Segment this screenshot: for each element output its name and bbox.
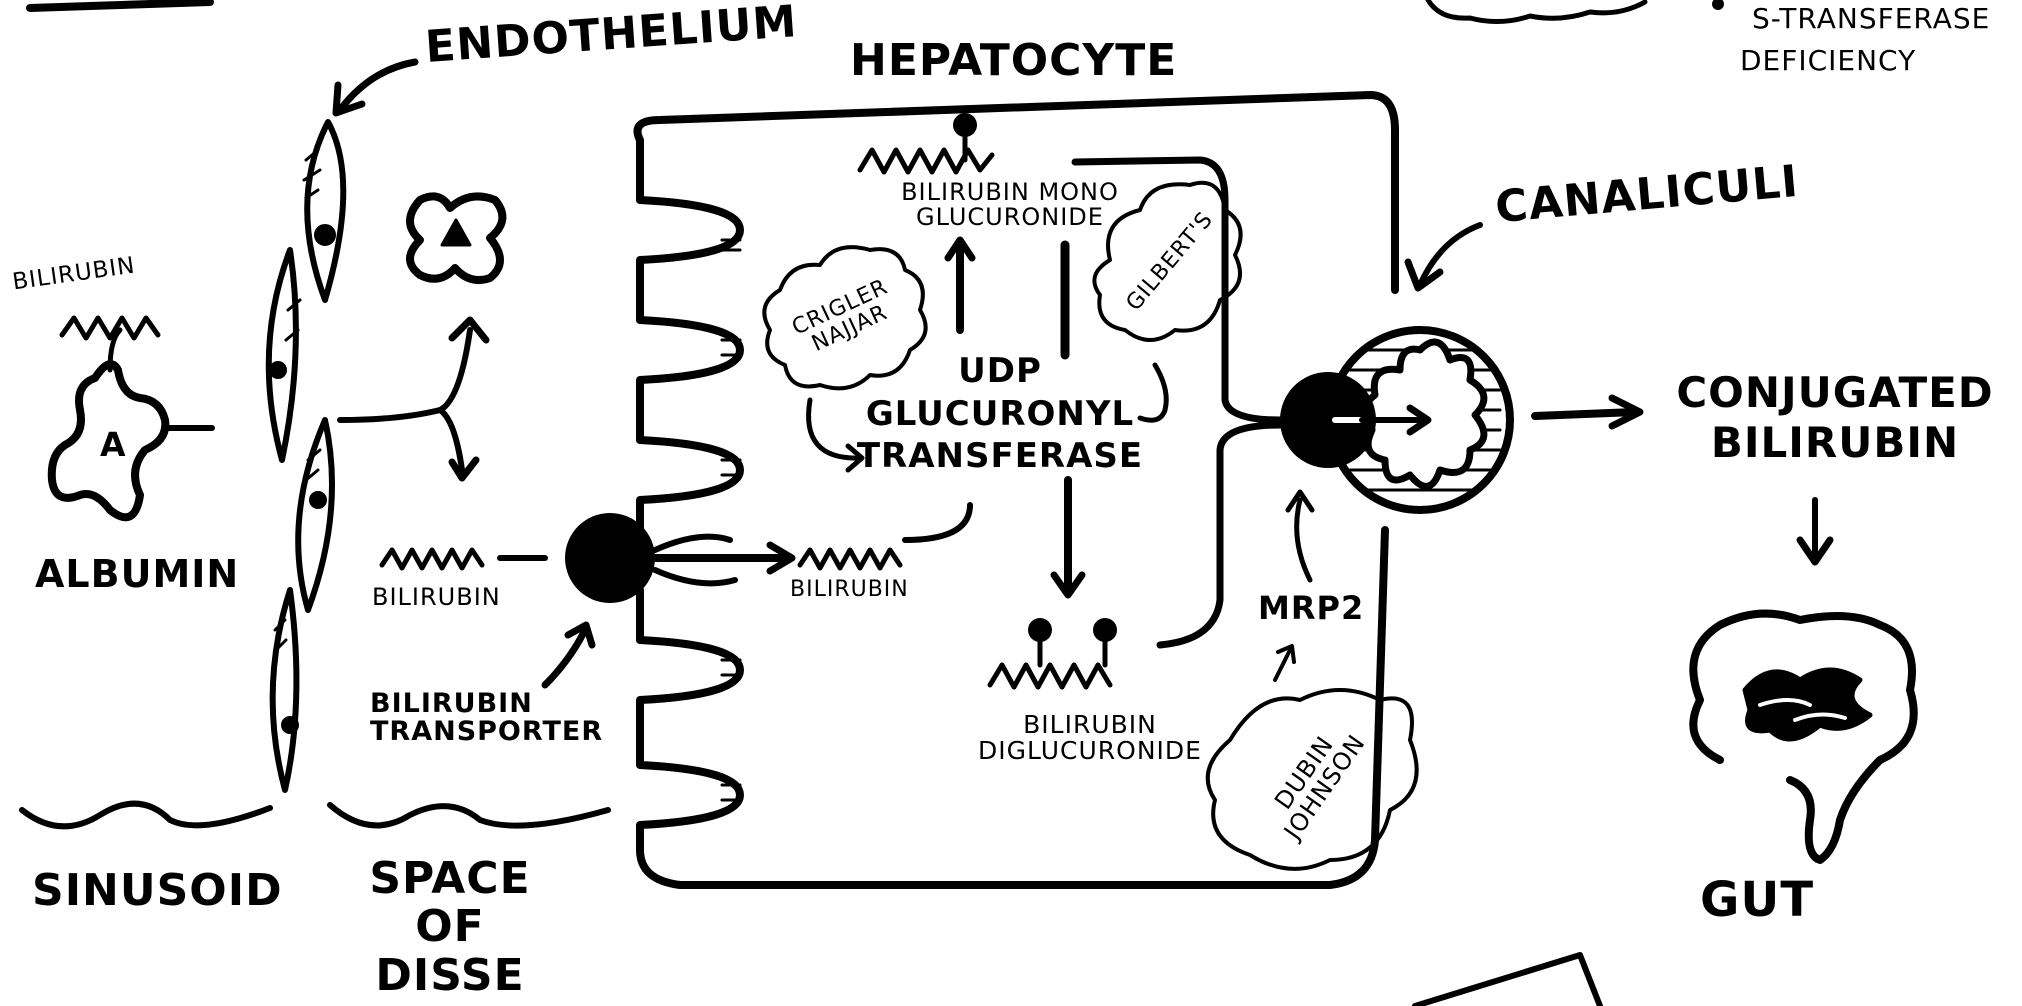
label-hepatocyte: HEPATOCYTE <box>850 38 1177 84</box>
label-conjugated-bilirubin: CONJUGATED BILIRUBIN <box>1660 368 2010 469</box>
sinusoid-wave <box>22 804 270 827</box>
endothelial-cells <box>269 122 344 790</box>
bullet-dot <box>1712 0 1724 10</box>
label-mono-glucuronide: BILIRUBIN MONO GLUCURONIDE <box>820 180 1200 230</box>
label-albumin: ALBUMIN <box>35 555 239 595</box>
label-udp-glucuronyl-transferase: UDP GLUCURONYL TRANSFERASE <box>850 350 1150 478</box>
endothelium-arrow <box>340 62 415 110</box>
label-albumin-letter: A <box>100 428 127 463</box>
label-bilirubin-disse: BILIRUBIN <box>372 585 501 610</box>
conjugated-arrow <box>1535 412 1635 416</box>
mrp2-up-arrow <box>1297 500 1310 580</box>
bilirubin-squiggle-disse <box>382 550 482 568</box>
bilirubin-squiggle-cell <box>800 550 900 568</box>
membrane-hatch <box>722 240 740 800</box>
label-deficiency: DEFICIENCY <box>1740 46 1916 75</box>
bilirubin-squiggle-albumin <box>62 318 158 338</box>
label-sinusoid: SINUSOID <box>32 868 283 914</box>
label-bilirubin-cell: BILIRUBIN <box>790 578 909 601</box>
label-gut: GUT <box>1700 875 1814 925</box>
label-s-transferase: S-TRANSFERASE <box>1752 4 1990 33</box>
transporter-arrow <box>545 630 585 685</box>
top-right-cloud-fragment <box>1428 0 1645 22</box>
label-bilirubin-transporter: BILIRUBIN TRANSPORTER <box>370 690 620 747</box>
mono-glucuronide-molecule <box>860 150 992 172</box>
disse-wave <box>330 805 608 826</box>
top-edge-stroke <box>30 2 210 8</box>
label-mrp2: MRP2 <box>1258 592 1364 626</box>
label-space-of-disse: SPACE OF DISSE <box>355 855 545 1000</box>
diglucuronide-molecule <box>990 665 1110 687</box>
bottom-right-box-fragment <box>1415 955 1600 1006</box>
label-diglucuronide: BILIRUBIN DIGLUCURONIDE <box>940 712 1240 765</box>
disse-branch <box>340 330 470 470</box>
dubin-to-mrp2-arrow <box>1275 650 1290 680</box>
